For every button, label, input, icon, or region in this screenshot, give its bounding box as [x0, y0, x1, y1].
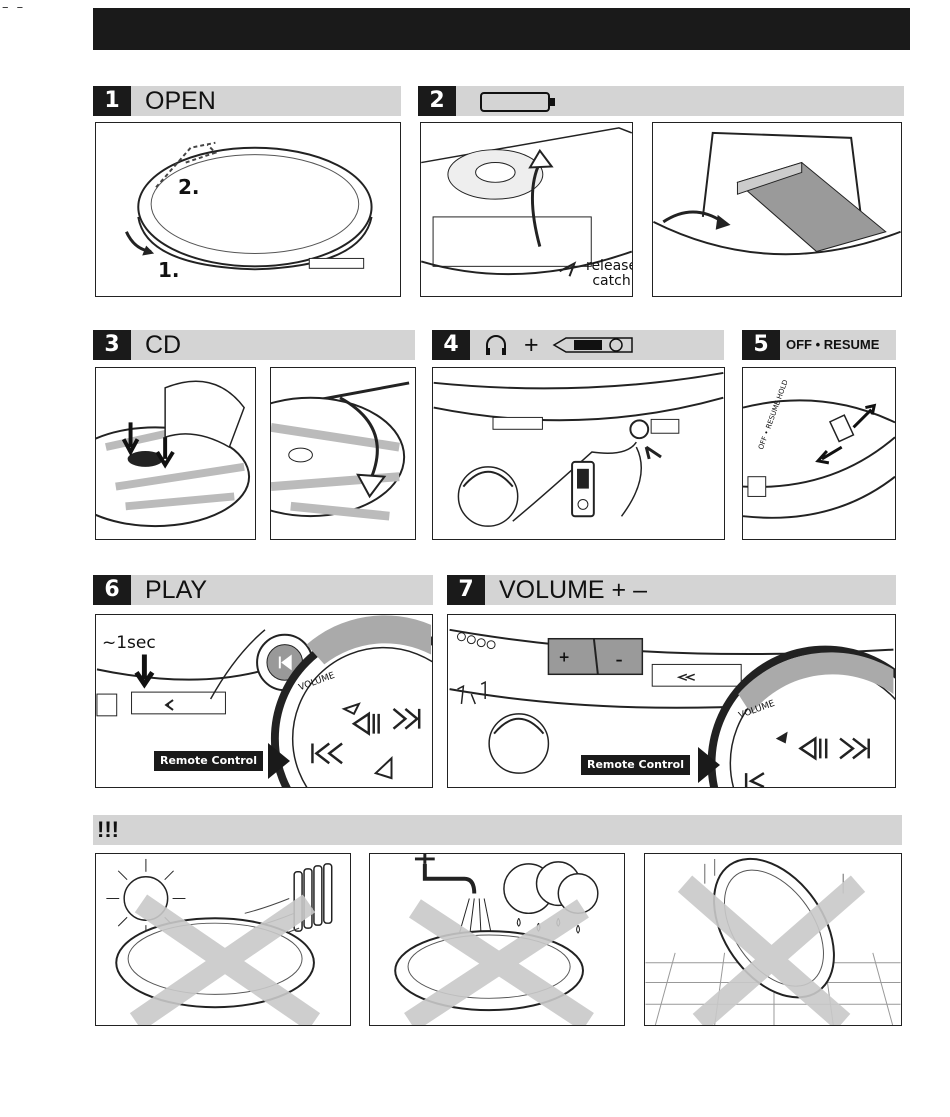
step-number: 5 [742, 330, 780, 360]
step-5-header: 5 OFF • RESUME HOLD [742, 330, 896, 360]
svg-text:+: + [558, 649, 570, 665]
release-catch-label: release catch [586, 259, 633, 289]
step-number: 4 [432, 330, 470, 360]
insert-cd-illustration [95, 367, 256, 540]
warning-header: !!! [93, 815, 902, 845]
release-catch-illustration: release catch [420, 122, 633, 297]
one-second-label: ~1sec [102, 633, 156, 653]
no-drop-illustration [644, 853, 902, 1026]
headphones-icon [484, 333, 508, 357]
step-number: 3 [93, 330, 131, 360]
connect-headphones-illustration [432, 367, 725, 540]
warning-title: !!! [97, 815, 119, 845]
open-step-2-label: 2. [178, 175, 200, 199]
no-heat-illustration [95, 853, 351, 1026]
step-number: 2 [418, 86, 456, 116]
step-2-header: 2 [418, 86, 904, 116]
header-bar [93, 8, 910, 50]
play-illustration: ~1sec VOLUME Remote Control [95, 614, 433, 788]
remote-control-icon [552, 334, 634, 356]
remote-control-arrow-2 [698, 747, 720, 783]
open-step-1-label: 1. [158, 258, 180, 282]
plus-sign: + [524, 330, 539, 360]
hold-switch-illustration: OFF • RESUME HOLD [742, 367, 896, 540]
close-lid-illustration [270, 367, 416, 540]
no-water-illustration [369, 853, 625, 1026]
step-4-header: 4 + [432, 330, 724, 360]
step-1-header: 1 OPEN [93, 86, 401, 116]
step-number: 1 [93, 86, 131, 116]
step-6-header: 6 PLAY [93, 575, 433, 605]
step-title: PLAY [145, 575, 207, 605]
battery-icon [480, 91, 558, 113]
remote-control-label: Remote Control [154, 751, 263, 771]
step-title: VOLUME + – [499, 575, 647, 605]
step-title: OPEN [145, 86, 216, 116]
step-number: 6 [93, 575, 131, 605]
step-7-header: 7 VOLUME + – [447, 575, 896, 605]
step-title: CD [145, 330, 181, 360]
remote-control-label-2: Remote Control [581, 755, 690, 775]
svg-text:–: – [616, 652, 623, 668]
open-lid-illustration: 2. 1. [95, 122, 401, 297]
corner-marks: – – [2, 0, 25, 15]
remote-control-arrow [268, 743, 290, 779]
step-title: OFF • RESUME HOLD [786, 330, 896, 360]
step-3-header: 3 CD [93, 330, 415, 360]
volume-illustration: + – VOLUME Remote Control [447, 614, 896, 788]
step-number: 7 [447, 575, 485, 605]
insert-batteries-illustration [652, 122, 902, 297]
